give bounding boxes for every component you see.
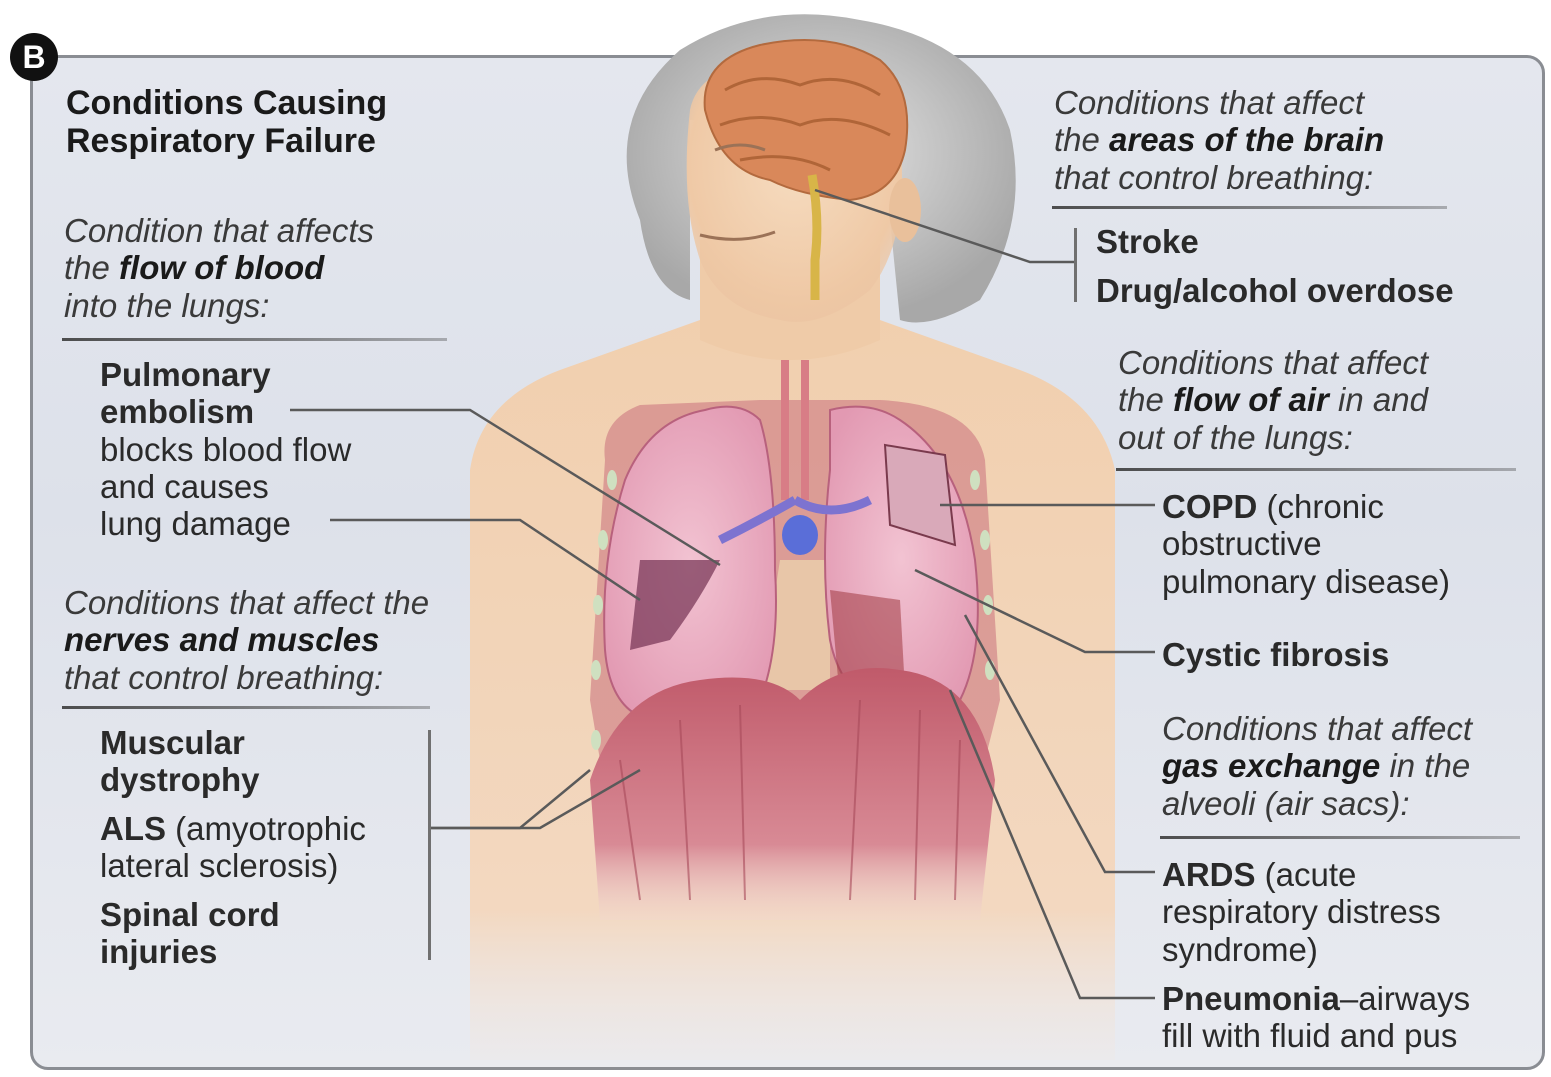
stroke-item: Stroke [1096, 223, 1199, 260]
airflow-heading-the: the [1118, 381, 1173, 418]
blood-heading-emphasis: flow of blood [119, 249, 324, 286]
overdose-label: Drug/alcohol overdose [1096, 272, 1454, 309]
md-name-1: Muscular [100, 724, 245, 761]
als-desc-2: lateral sclerosis) [100, 847, 366, 884]
copd-desc-1: (chronic [1257, 488, 1384, 525]
nerves-heading-emphasis: nerves and muscles [64, 621, 380, 658]
embolism-name-1: Pulmonary [100, 356, 271, 393]
ards-desc-2: respiratory distress [1162, 893, 1441, 930]
airflow-rule [1116, 468, 1516, 471]
embolism-desc-2: and causes [100, 468, 351, 505]
embolism-item: Pulmonary embolism blocks blood flow and… [100, 356, 351, 542]
aorta-shape [782, 515, 818, 555]
ear-shape [889, 178, 921, 242]
copd-desc-2: obstructive [1162, 525, 1450, 562]
ards-desc-1: (acute [1256, 856, 1357, 893]
gas-heading-in-the: in the [1380, 747, 1470, 784]
als-desc-1: (amyotrophic [166, 810, 366, 847]
blood-heading-line-3: into the lungs: [64, 287, 374, 324]
spinal-name-2: injuries [100, 933, 217, 970]
airflow-heading: Conditions that affect the flow of air i… [1118, 344, 1428, 456]
gas-heading-emphasis: gas exchange [1162, 747, 1380, 784]
embolism-desc-3: lung damage [100, 505, 351, 542]
gas-heading-line-3: alveoli (air sacs): [1162, 785, 1472, 822]
spinal-cord-illustration [812, 175, 817, 300]
airflow-heading-line-1: Conditions that affect [1118, 344, 1428, 381]
gas-rule [1160, 836, 1520, 839]
nerves-heading-line-3: that control breathing: [64, 659, 429, 696]
nerves-rule [62, 706, 430, 709]
blood-rule [62, 338, 447, 341]
blood-heading-line-1: Condition that affects [64, 212, 374, 249]
airflow-heading-in-and: in and [1329, 381, 1428, 418]
figure-title: Conditions Causing Respiratory Failure [66, 84, 387, 161]
overdose-item: Drug/alcohol overdose [1096, 272, 1454, 309]
brain-heading-the: the [1054, 121, 1109, 158]
panel-badge: B [10, 33, 58, 81]
copd-name: COPD [1162, 488, 1257, 525]
embolism-name-2: embolism [100, 393, 254, 430]
brain-heading: Conditions that affect the areas of the … [1054, 84, 1384, 196]
als-name: ALS [100, 810, 166, 847]
pneumonia-item: Pneumonia–airways fill with fluid and pu… [1162, 980, 1470, 1055]
pneumonia-desc-2: fill with fluid and pus [1162, 1017, 1470, 1054]
muscular-dystrophy-item: Muscular dystrophy [100, 724, 260, 799]
airflow-heading-line-3: out of the lungs: [1118, 419, 1428, 456]
title-line-1: Conditions Causing [66, 84, 387, 122]
gas-heading: Conditions that affect gas exchange in t… [1162, 710, 1472, 822]
spinal-name-1: Spinal cord [100, 896, 280, 933]
brain-rule [1052, 206, 1447, 209]
blood-heading-the: the [64, 249, 119, 286]
spinal-cord-item: Spinal cord injuries [100, 896, 280, 971]
ards-name: ARDS [1162, 856, 1256, 893]
diaphragm-illustration [590, 668, 995, 920]
brain-heading-line-1: Conditions that affect [1054, 84, 1384, 121]
cf-label: Cystic fibrosis [1162, 636, 1389, 673]
ards-desc-3: syndrome) [1162, 931, 1441, 968]
pneumonia-desc-1: –airways [1340, 980, 1470, 1017]
brain-heading-emphasis: areas of the brain [1109, 121, 1384, 158]
nerves-heading-line-1: Conditions that affect the [64, 584, 429, 621]
md-name-2: dystrophy [100, 761, 260, 798]
pneumonia-name: Pneumonia [1162, 980, 1340, 1017]
embolism-desc-1: blocks blood flow [100, 431, 351, 468]
airflow-heading-emphasis: flow of air [1173, 381, 1329, 418]
nerves-heading: Conditions that affect the nerves and mu… [64, 584, 429, 696]
cystic-fibrosis-item: Cystic fibrosis [1162, 636, 1389, 673]
ards-item: ARDS (acute respiratory distress syndrom… [1162, 856, 1441, 968]
copd-desc-3: pulmonary disease) [1162, 563, 1450, 600]
title-line-2: Respiratory Failure [66, 122, 387, 160]
copd-item: COPD (chronic obstructive pulmonary dise… [1162, 488, 1450, 600]
brain-heading-line-3: that control breathing: [1054, 159, 1384, 196]
stroke-label: Stroke [1096, 223, 1199, 260]
gas-heading-line-1: Conditions that affect [1162, 710, 1472, 747]
blood-flow-heading: Condition that affects the flow of blood… [64, 212, 374, 324]
brain-bracket [1074, 228, 1077, 302]
nerves-bracket [428, 730, 431, 960]
als-item: ALS (amyotrophic lateral sclerosis) [100, 810, 366, 885]
